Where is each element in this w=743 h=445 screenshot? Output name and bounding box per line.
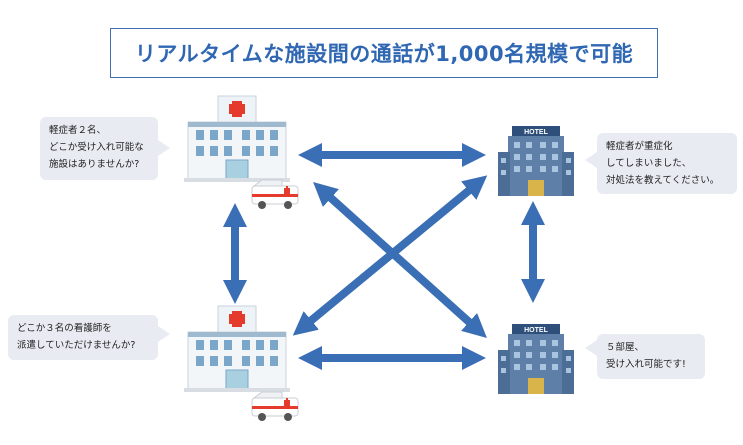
speech-bubble-hospital-top: 軽症者２名、 どこか受け入れ可能な 施設はありませんか? — [40, 117, 158, 180]
arrow-hospital-top-hotel-bottom — [313, 181, 487, 339]
hospital-icon — [184, 95, 290, 182]
speech-bubble-hospital-bottom: どこか３名の看護師を 派遣していただけませんか? — [8, 315, 158, 360]
bubble-line: どこか３名の看護師を — [17, 323, 112, 334]
bubble-tail — [158, 140, 170, 156]
ambulance-icon — [251, 391, 299, 421]
bubble-tail — [158, 326, 170, 342]
bubble-line: してしまいました、 — [606, 158, 692, 169]
title-banner: リアルタイムな施設間の通話が1,000名規模で可能 — [110, 28, 658, 78]
bubble-line: 派遣していただけませんか? — [17, 340, 136, 351]
speech-bubble-hotel-top: 軽症者が重症化 してしまいました、 対処法を教えてください。 — [597, 133, 737, 194]
ambulance-icon — [251, 179, 299, 209]
bubble-tail — [585, 152, 597, 168]
bubble-line: 対処法を教えてください。 — [606, 175, 720, 186]
bubble-line: ５部屋、 — [606, 342, 645, 353]
bubble-line: 軽症者２名、 — [49, 125, 107, 136]
bubble-line: 受け入れ可能です! — [606, 359, 686, 370]
hotel-icon: HOTEL — [498, 126, 574, 196]
bubble-line: どこか受け入れ可能な — [49, 142, 144, 153]
bubble-line: 軽症者が重症化 — [606, 141, 673, 152]
speech-bubble-hotel-bottom: ５部屋、 受け入れ可能です! — [597, 334, 705, 379]
hotel-sign: HOTEL — [524, 327, 548, 334]
title-text: リアルタイムな施設間の通話が1,000名規模で可能 — [134, 42, 634, 66]
bubble-tail — [585, 340, 597, 356]
arrow-hospital-bottom-hotel-top — [292, 175, 488, 336]
bubble-line: 施設はありませんか? — [49, 159, 140, 170]
hospital-icon — [184, 305, 290, 392]
hotel-icon: HOTEL — [498, 324, 574, 394]
hotel-sign: HOTEL — [524, 129, 548, 136]
